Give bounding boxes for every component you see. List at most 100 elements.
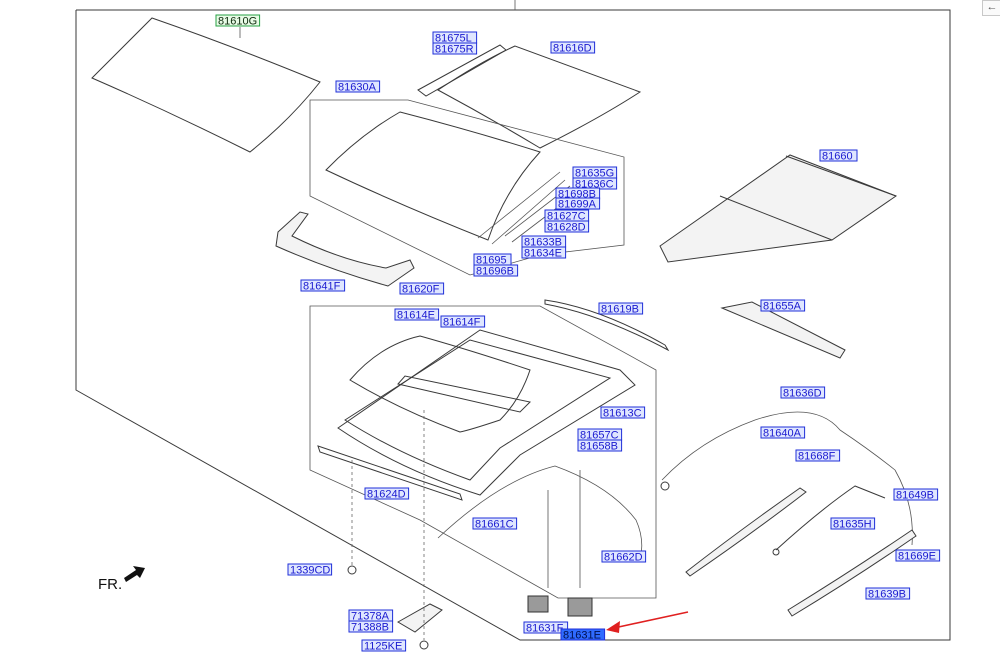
motor-bracket-right xyxy=(567,597,593,617)
motor-bracket-left xyxy=(527,595,549,613)
front-direction-arrow-icon xyxy=(124,566,145,582)
assembly-box-81620F xyxy=(309,305,657,599)
callout-81624d[interactable]: 81624D xyxy=(364,487,410,501)
callout-label: 81669E xyxy=(898,551,936,563)
callout-81662d[interactable]: 81662D xyxy=(601,550,647,564)
front-direction-label: FR. xyxy=(98,576,123,593)
callout-81635g[interactable]: 81635G xyxy=(572,166,618,180)
callout-81675r[interactable]: 81675R xyxy=(432,42,478,56)
callout-label: 81662D xyxy=(604,552,643,564)
callout-label: 81613C xyxy=(603,408,642,420)
callout-81699a[interactable]: 81699A xyxy=(555,197,601,211)
highlight-arrow-icon xyxy=(606,621,620,633)
callout-81610g[interactable]: 81610G xyxy=(215,14,261,28)
drain-hose-front xyxy=(437,465,643,561)
callout-label: 81699A xyxy=(558,199,597,211)
callout-label: 81631E xyxy=(563,630,601,642)
callout-81641f[interactable]: 81641F xyxy=(300,279,346,293)
sunroof-frame xyxy=(337,329,636,496)
callout-81614e[interactable]: 81614E xyxy=(394,308,440,322)
callout-1125ke[interactable]: 1125KE xyxy=(361,639,407,653)
callout-71388b[interactable]: 71388B xyxy=(348,620,394,634)
callout-label: 1339CD xyxy=(290,565,330,577)
callout-label: 81635G xyxy=(575,168,614,180)
callout-81634e[interactable]: 81634E xyxy=(521,246,567,260)
bolt-1125KE xyxy=(419,640,429,650)
callout-81631f[interactable]: 81631F xyxy=(523,621,569,635)
callout-81636d[interactable]: 81636D xyxy=(780,386,826,400)
callout-81668f[interactable]: 81668F xyxy=(795,449,841,463)
callout-label: 1125KE xyxy=(364,641,402,653)
callout-81628d[interactable]: 81628D xyxy=(544,220,590,234)
callout-81619b[interactable]: 81619B xyxy=(598,302,644,316)
assembly-box-81630A xyxy=(309,99,625,276)
bolt-1339CD xyxy=(347,565,357,575)
callout-label: 81660 xyxy=(822,151,853,163)
callout-81658b[interactable]: 81658B xyxy=(577,439,623,453)
callout-label: 81649B xyxy=(896,490,934,502)
callout-81669e[interactable]: 81669E xyxy=(895,549,941,563)
callout-label: 81696B xyxy=(476,266,514,278)
callout-label: 81634E xyxy=(524,248,562,260)
callout-81635h[interactable]: 81635H xyxy=(830,517,876,531)
rear-guide-rail xyxy=(787,529,917,617)
roof-rear-strip xyxy=(544,299,670,352)
callout-label: 81610G xyxy=(218,16,257,28)
callout-81660[interactable]: 81660 xyxy=(819,149,858,163)
guide-rail xyxy=(685,487,807,577)
callout-label: 81675R xyxy=(435,44,474,56)
callout-81613c[interactable]: 81613C xyxy=(600,406,646,420)
callout-81696b[interactable]: 81696B xyxy=(473,264,519,278)
callout-label: 81639B xyxy=(868,589,906,601)
callout-label: 81633B xyxy=(524,237,562,249)
callout-label: 81630A xyxy=(338,82,377,94)
callout-81631e[interactable]: 81631E xyxy=(560,628,606,642)
wind-deflector xyxy=(275,211,415,287)
callout-label: 71388B xyxy=(351,622,389,634)
callout-81661c[interactable]: 81661C xyxy=(472,517,518,531)
callout-label: 81616D xyxy=(553,43,592,55)
callout-label: 81614E xyxy=(397,310,435,322)
drive-cable xyxy=(661,411,913,546)
callout-81614f[interactable]: 81614F xyxy=(440,315,486,329)
sunroof-glass-assembly xyxy=(325,111,541,241)
callout-label: 81641F xyxy=(303,281,341,293)
callout-label: 81628D xyxy=(547,222,586,234)
callout-label: 81661C xyxy=(475,519,514,531)
diagram-frame xyxy=(75,9,951,641)
callout-81657c[interactable]: 81657C xyxy=(577,428,623,442)
sunshade-assembly xyxy=(659,154,898,263)
callout-81640a[interactable]: 81640A xyxy=(760,426,806,440)
back-arrow-button[interactable]: ← xyxy=(982,0,1000,16)
callout-label: 81695 xyxy=(476,255,507,267)
callout-81649b[interactable]: 81649B xyxy=(893,488,939,502)
callout-label: 81668F xyxy=(798,451,836,463)
drain-strip xyxy=(317,445,463,501)
callout-1339cd[interactable]: 1339CD xyxy=(287,563,333,577)
callout-81655a[interactable]: 81655A xyxy=(760,299,806,313)
callout-label: 81624D xyxy=(367,489,406,501)
glass-weatherstrip xyxy=(349,335,531,433)
callout-81695[interactable]: 81695 xyxy=(473,253,512,267)
callout-label: 81675L xyxy=(435,33,472,45)
callout-label: 81627C xyxy=(547,211,586,223)
callout-81620f[interactable]: 81620F xyxy=(399,282,445,296)
callout-label: 81620F xyxy=(402,284,440,296)
callout-81630a[interactable]: 81630A xyxy=(335,80,381,94)
arrow-left-icon: ← xyxy=(986,1,998,13)
callout-label: 81631F xyxy=(526,623,564,635)
callout-label: 81658B xyxy=(580,441,618,453)
callout-label: 71378A xyxy=(351,611,390,623)
roof-glass-panel xyxy=(91,17,321,153)
callout-label: 81614F xyxy=(443,317,481,329)
callout-81616d[interactable]: 81616D xyxy=(550,41,596,55)
callout-81675l[interactable]: 81675L xyxy=(432,31,478,45)
rear-deflector xyxy=(720,301,846,359)
callout-81639b[interactable]: 81639B xyxy=(865,587,911,601)
clip-bracket xyxy=(396,603,443,633)
callout-label: 81619B xyxy=(601,304,639,316)
callout-label: 81636D xyxy=(783,388,822,400)
callout-label: 81657C xyxy=(580,430,619,442)
sunroof-front-glass xyxy=(437,45,642,149)
